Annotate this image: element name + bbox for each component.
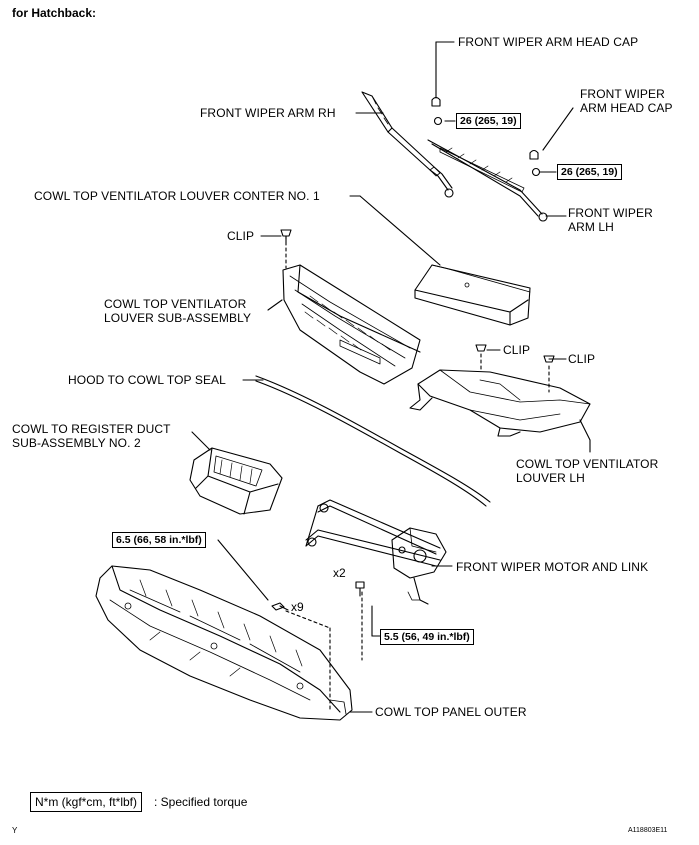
label-duct-line1: COWL TO REGISTER DUCT (12, 422, 171, 436)
label-head-cap-lh-line2: ARM HEAD CAP (580, 101, 673, 115)
label-wiper-arm-lh-line2: ARM LH (568, 220, 614, 234)
torque-box-arm-rh: 26 (265, 19) (456, 113, 521, 129)
label-louver-sub-line2: LOUVER SUB-ASSEMBLY (104, 311, 252, 325)
label-louver-center: COWL TOP VENTILATOR LOUVER CONTER NO. 1 (34, 189, 320, 203)
label-hood-seal: HOOD TO COWL TOP SEAL (68, 373, 226, 387)
label-panel-outer: COWL TOP PANEL OUTER (375, 705, 527, 719)
label-clip-1: CLIP (227, 229, 255, 243)
label-motor-link: FRONT WIPER MOTOR AND LINK (456, 560, 649, 574)
torque-box-arm-lh: 26 (265, 19) (557, 164, 622, 180)
label-head-cap-rh: FRONT WIPER ARM HEAD CAP (458, 35, 639, 49)
label-head-cap-lh-line1: FRONT WIPER (580, 87, 665, 101)
footer-mark: Y (12, 826, 18, 835)
legend-unit-box: N*m (kgf*cm, ft*lbf) (30, 792, 143, 812)
torque-box-panel-bolt: 6.5 (66, 58 in.*lbf) (112, 532, 206, 548)
label-wiper-arm-rh: FRONT WIPER ARM RH (200, 106, 336, 120)
label-duct-line2: SUB-ASSEMBLY NO. 2 (12, 436, 141, 450)
label-louver-lh-line1: COWL TOP VENTILATOR (516, 457, 659, 471)
label-louver-lh-line2: LOUVER LH (516, 471, 585, 485)
label-wiper-arm-lh-line1: FRONT WIPER (568, 206, 653, 220)
legend-description: : Specified torque (154, 795, 248, 809)
label-clip-2: CLIP (503, 343, 531, 357)
page-title: for Hatchback: (12, 6, 97, 20)
label-louver-sub-line1: COWL TOP VENTILATOR (104, 297, 247, 311)
figure-id: A118803E11 (628, 827, 668, 834)
quantity-panel-bolt: x9 (291, 600, 304, 614)
quantity-motor-bolt: x2 (333, 566, 346, 580)
torque-box-motor-bolt: 5.5 (56, 49 in.*lbf) (380, 629, 474, 645)
label-clip-3: CLIP (568, 352, 596, 366)
